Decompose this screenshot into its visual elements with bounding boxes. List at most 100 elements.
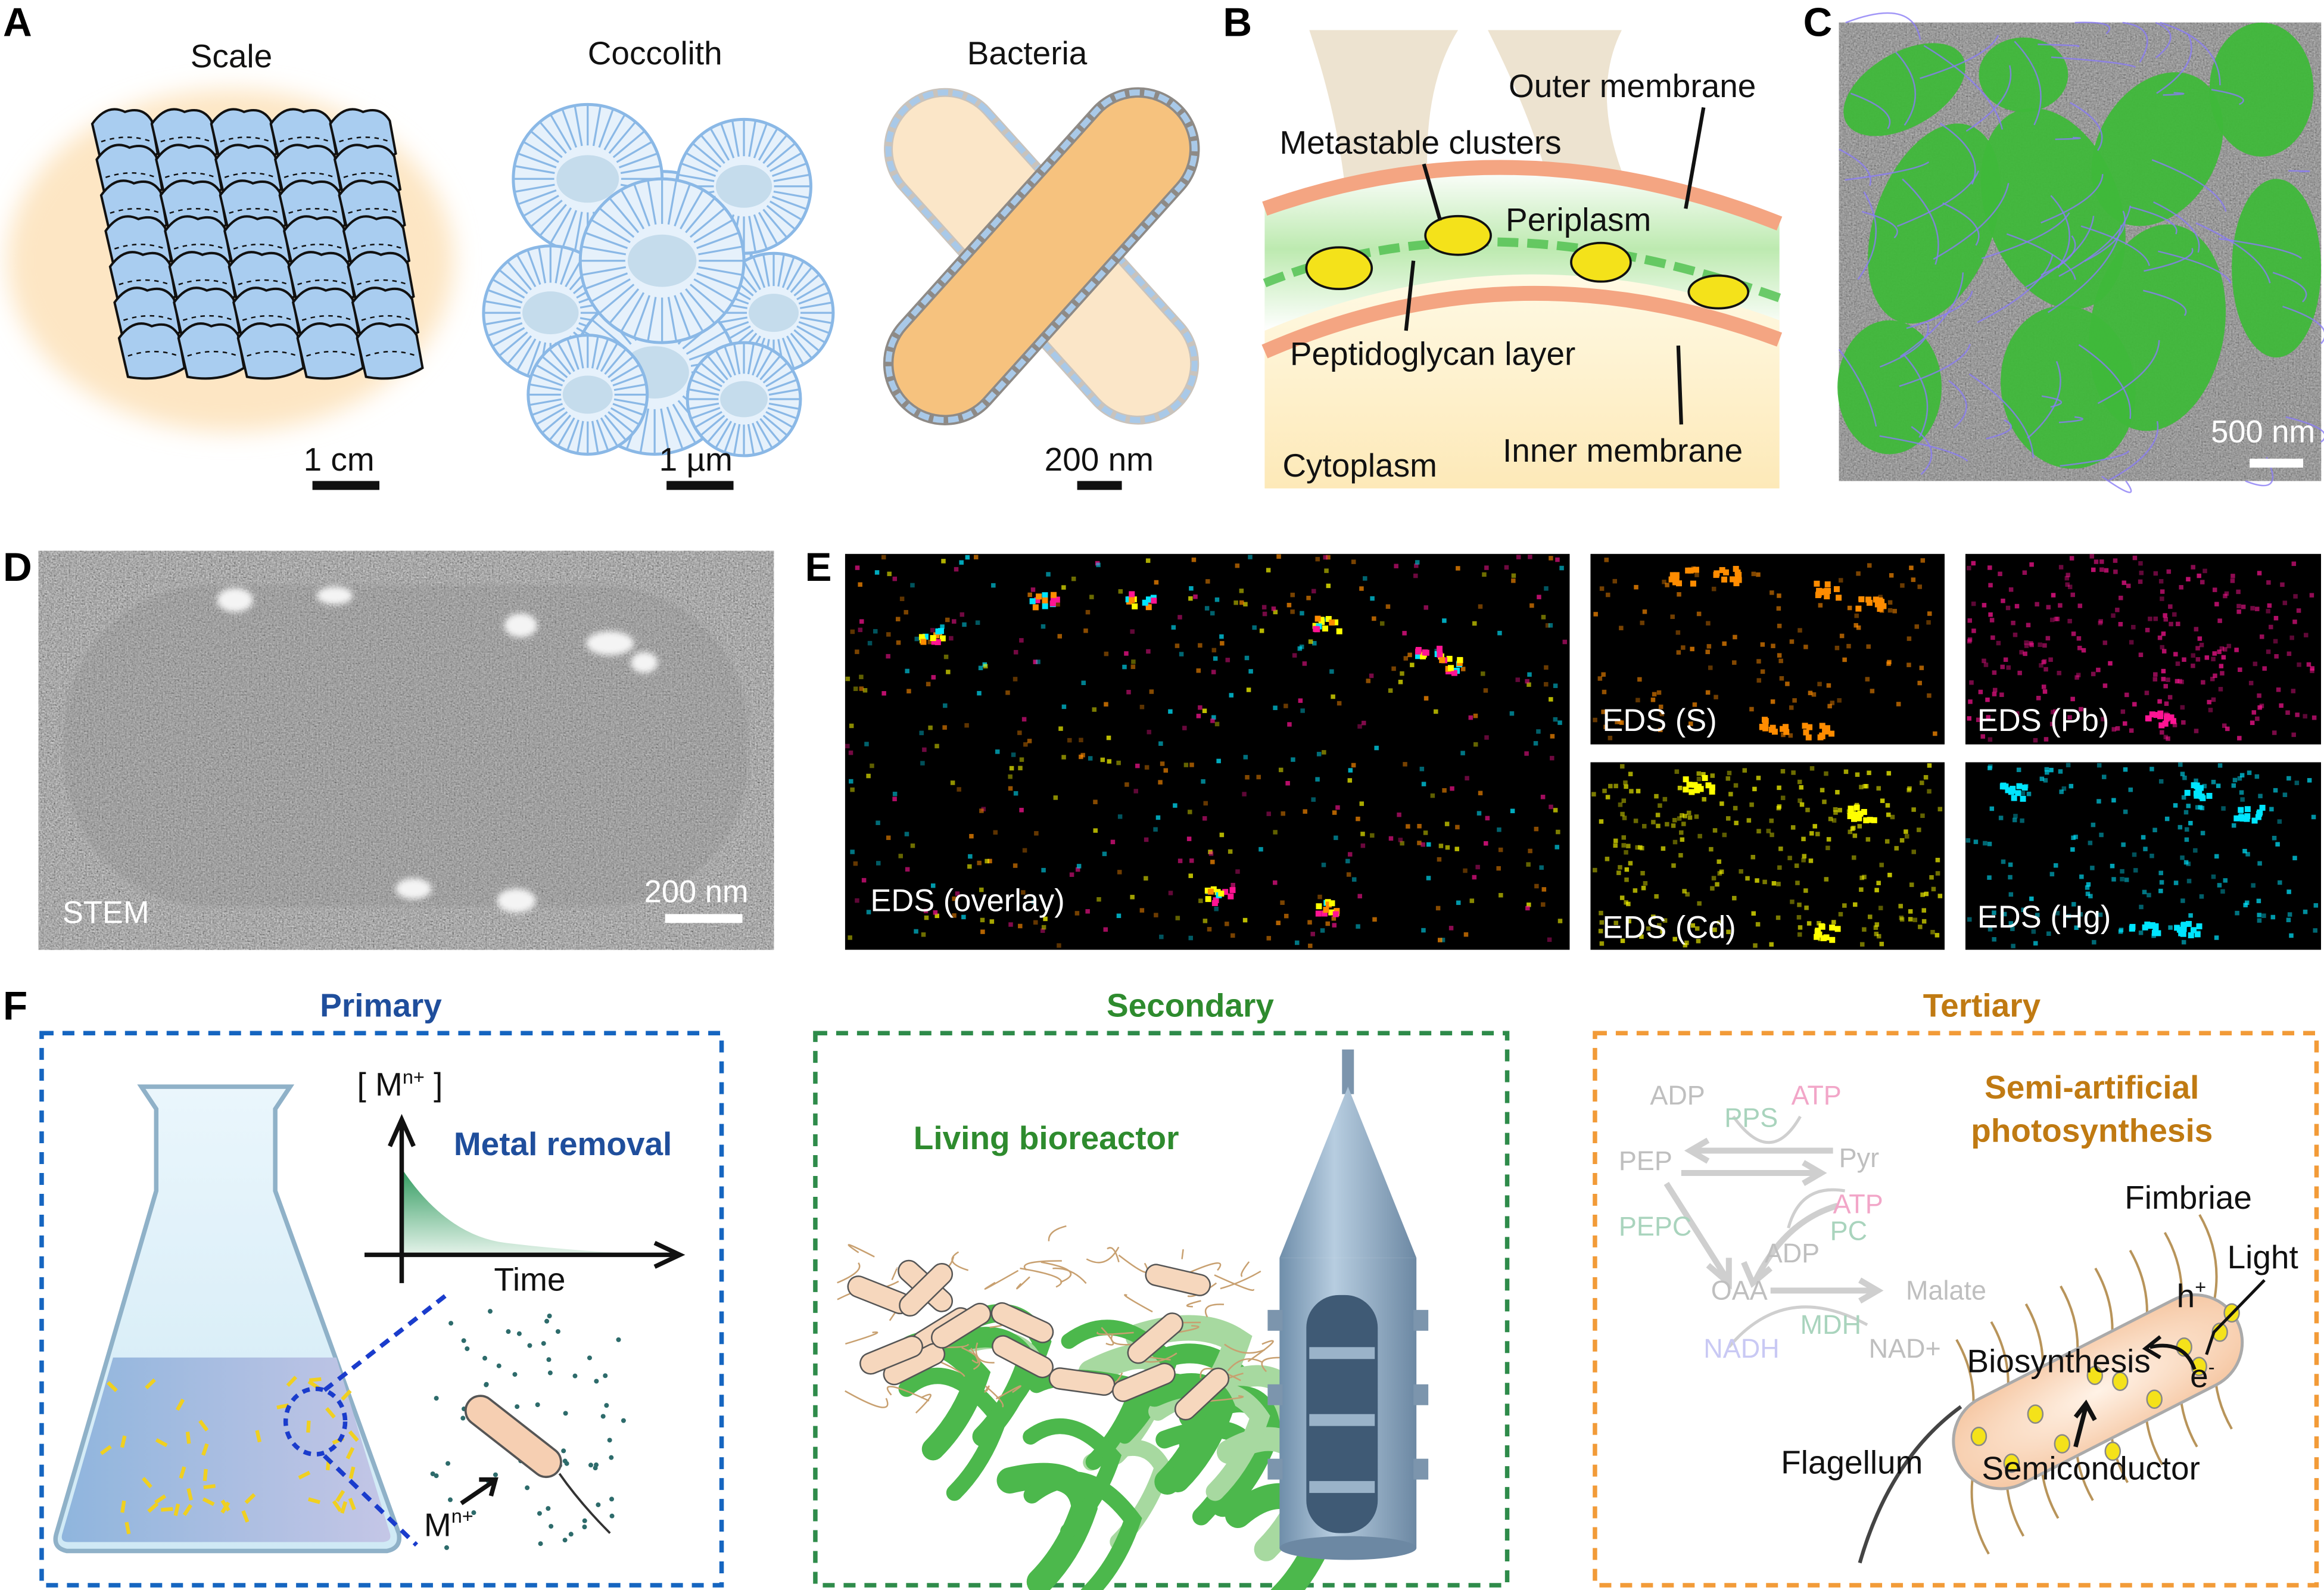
eds-hotspot-pixel <box>1819 723 1825 729</box>
sem-fiber <box>1895 51 1916 126</box>
eds-cd-map <box>1590 762 1945 950</box>
eds-pixel <box>1075 867 1080 872</box>
eds-pixel <box>2179 679 2184 684</box>
eds-pixel <box>1117 814 1123 819</box>
eds-hotspot-pixel <box>1865 596 1872 603</box>
eds-pixel <box>2211 697 2216 702</box>
eds-pixel <box>2210 676 2215 682</box>
bioreactor-bacterium <box>859 1335 923 1375</box>
coccolith-ray <box>762 134 788 164</box>
eds-hotspot-pixel <box>2238 807 2244 813</box>
nanoparticle-rod <box>141 1477 152 1489</box>
nanoparticle-rod <box>298 1470 311 1480</box>
eds-pixel <box>1040 928 1045 933</box>
metal-ion <box>446 1461 451 1466</box>
eds-pixel <box>2245 900 2250 906</box>
eds-pixel <box>2182 657 2186 662</box>
eds-pixel <box>2286 776 2291 781</box>
eds-pixel <box>1550 755 1554 761</box>
eds-hotspot-pixel <box>1222 889 1229 895</box>
coccolith-ray <box>522 141 559 163</box>
eds-pixel <box>2180 855 2185 860</box>
eds-pixel <box>1331 916 1337 921</box>
eds-hotspot-pixel <box>1329 900 1335 907</box>
eds-pixel <box>1797 903 1802 907</box>
eds-pixel <box>2036 696 2041 701</box>
eds-hotspot-pixel <box>1437 651 1443 658</box>
metal-ion <box>515 1404 520 1409</box>
eds-pixel <box>1613 920 1619 926</box>
eds-pixel <box>2039 776 2045 782</box>
eds-pixel <box>1967 716 1972 721</box>
eds-pixel <box>1437 857 1442 862</box>
eds-pixel <box>2113 558 2118 563</box>
eds-pixel <box>942 725 947 730</box>
eds-pixel <box>2220 889 2225 894</box>
coccolith-ray <box>693 278 734 303</box>
eds-pixel <box>1862 875 1867 879</box>
eds-pixel <box>1410 662 1415 667</box>
biofilm-fibre <box>1189 1262 1222 1273</box>
eds-pixel <box>1130 629 1135 634</box>
eds-pixel <box>1053 795 1058 800</box>
eds-pixel <box>1509 711 1515 716</box>
eds-pixel <box>2153 571 2158 576</box>
eds-pixel <box>1684 940 1689 945</box>
eds-pixel <box>1722 832 1727 838</box>
eds-hotspot-pixel <box>2180 922 2187 929</box>
coccolith-ray <box>561 210 578 250</box>
eds-pixel <box>1622 816 1627 820</box>
eds-pixel <box>853 861 858 866</box>
eds-hotspot-pixel <box>1861 808 1867 815</box>
eds-hotspot-pixel <box>2168 714 2175 721</box>
eds-pixel <box>1876 786 1881 791</box>
label-ion: Mn+ <box>424 1505 473 1543</box>
metal-ion <box>506 1329 511 1334</box>
eds-pixel <box>1683 942 1688 948</box>
coccolith-ray <box>530 200 563 228</box>
coccolith-ray <box>773 173 811 182</box>
eds-pixel <box>1756 776 1761 780</box>
eds-pixel <box>1273 830 1278 835</box>
eds-pixel <box>980 929 985 934</box>
eds-pixel <box>1924 891 1929 897</box>
eds-hotspot-pixel <box>1816 587 1823 594</box>
eds-pixel <box>1550 734 1555 739</box>
eds-pixel <box>1733 805 1738 811</box>
eds-pixel <box>1797 925 1803 930</box>
eds-hotspot-pixel <box>2145 715 2152 722</box>
biofilm-fibre <box>951 1251 969 1271</box>
eds-pixel <box>1854 613 1859 618</box>
eds-pixel <box>2239 790 2244 795</box>
sem-fiber <box>1948 380 1967 429</box>
eds-pixel <box>1906 662 1911 667</box>
metal-decay-curve <box>401 1168 670 1255</box>
eds-pixel <box>2199 894 2204 899</box>
coccolith-ray <box>672 403 697 444</box>
biofilm-fibre <box>837 1262 861 1284</box>
eds-hotspot-pixel <box>2239 816 2246 822</box>
eds-pixel <box>2234 648 2239 652</box>
eds-pixel <box>1709 847 1714 852</box>
label-hole: h+ <box>2177 1276 2207 1314</box>
eds-pixel <box>1043 916 1048 922</box>
coccolith-ray <box>554 247 563 284</box>
eds-pixel <box>2078 912 2083 917</box>
coccolith-ray <box>733 424 741 455</box>
coccolith-ray <box>591 421 599 454</box>
arrow-clusters <box>1422 163 1443 222</box>
coccolith-ray <box>786 335 805 365</box>
eds-pixel <box>2049 767 2054 773</box>
eds-pixel <box>2172 612 2177 617</box>
eds-pixel <box>2217 883 2222 888</box>
scale-line <box>160 136 212 143</box>
eds-pixel <box>1211 715 1216 720</box>
eds-pixel <box>2214 935 2219 940</box>
eds-pixel <box>952 913 957 918</box>
eds-pixel <box>1307 920 1312 925</box>
eds-pixel <box>934 743 939 749</box>
eds-pixel <box>1921 919 1927 924</box>
eds-pixel <box>1013 863 1018 868</box>
eds-pixel <box>2166 677 2170 682</box>
coccolith-ray <box>752 346 765 376</box>
